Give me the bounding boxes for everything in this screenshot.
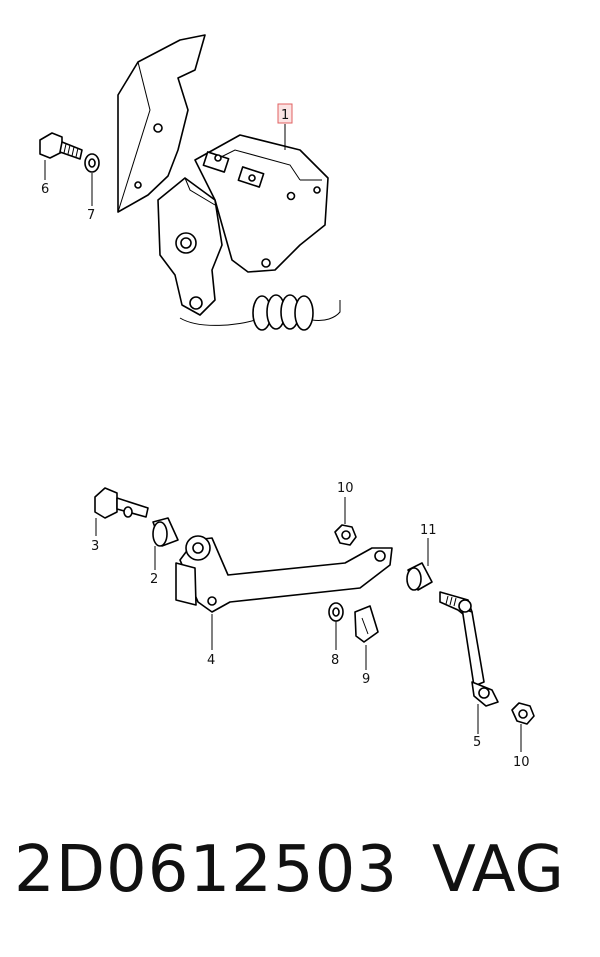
brand-label: VAG xyxy=(432,833,564,907)
callout-1-highlight xyxy=(277,103,293,124)
callout-6: 6 xyxy=(41,182,49,197)
coupling-rod-5 xyxy=(439,591,499,707)
sensor-housing-part-1 xyxy=(194,134,329,273)
callout-2: 2 xyxy=(150,572,158,587)
upper-assembly xyxy=(39,34,341,331)
lower-assembly xyxy=(94,487,535,752)
callout-4: 4 xyxy=(207,653,215,668)
washer-7 xyxy=(84,153,100,173)
callout-11: 11 xyxy=(420,523,437,538)
callout-10-top: 10 xyxy=(337,481,354,496)
callout-5: 5 xyxy=(473,735,481,750)
bushing-11 xyxy=(406,562,433,591)
clip-9 xyxy=(354,605,379,643)
callout-10-bottom: 10 xyxy=(513,755,530,770)
part-number-label: 2D0612503 xyxy=(14,833,399,907)
nut-10-bottom xyxy=(511,702,535,725)
bolt-3 xyxy=(94,487,149,519)
bolt-6 xyxy=(39,132,83,160)
callout-1: 1 xyxy=(281,108,289,123)
nut-10-top xyxy=(334,524,357,546)
return-spring xyxy=(179,294,341,331)
mounting-bracket xyxy=(117,34,206,213)
callout-8: 8 xyxy=(331,653,339,668)
callout-9: 9 xyxy=(362,672,370,687)
washer-8 xyxy=(328,602,344,622)
callout-7: 7 xyxy=(87,208,95,223)
bushing-2 xyxy=(152,517,179,547)
callout-3: 3 xyxy=(91,539,99,554)
lever-4 xyxy=(175,535,393,613)
